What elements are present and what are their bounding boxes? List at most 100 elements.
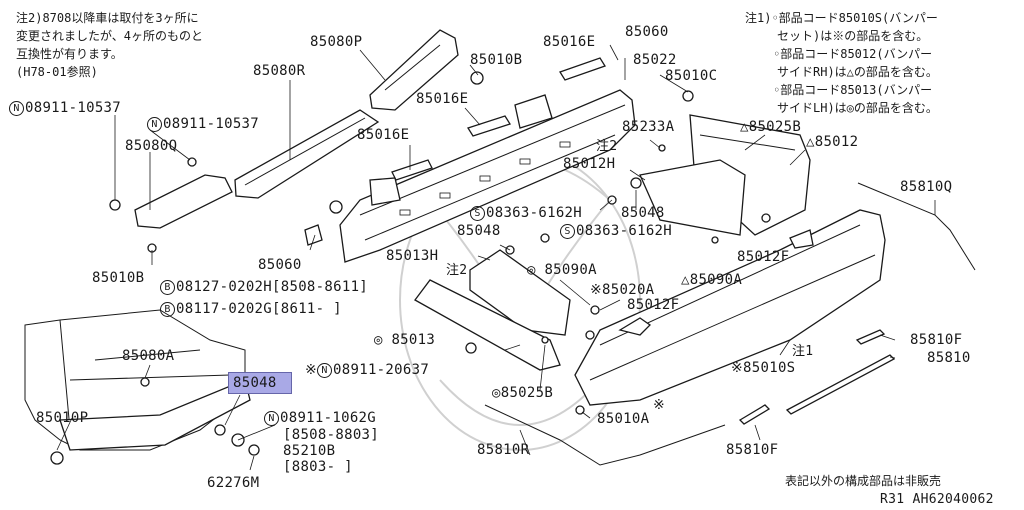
label-08363-b-text: 08363-6162H	[576, 223, 673, 239]
note1-line1: 注1)◦部品コード85010S(バンパー	[745, 11, 938, 25]
label-85010b-left[interactable]: 85010B	[92, 270, 145, 286]
label-note2-tag-b: 注2	[446, 263, 468, 278]
label-85048-highlight[interactable]: 85048	[228, 372, 292, 394]
label-note1-tag: 注1	[792, 344, 814, 359]
note1-line4: サイドRH)は△の部品を含む。	[777, 65, 938, 79]
note2-line3: 互換性が有ります。	[16, 47, 123, 61]
bracket-85080q[interactable]	[134, 174, 233, 229]
n-symbol: N	[9, 101, 24, 116]
n-symbol: N	[264, 411, 279, 426]
label-85012[interactable]: △85012	[806, 134, 859, 150]
label-85010b-top[interactable]: 85010B	[470, 52, 523, 68]
b-symbol: B	[160, 302, 175, 317]
label-85020a[interactable]: ※85020A	[590, 282, 655, 298]
label-85022[interactable]: 85022	[633, 52, 677, 68]
label-85810r[interactable]: 85810R	[477, 442, 530, 458]
label-85080a[interactable]: 85080A	[122, 348, 175, 364]
label-08911-10537-b-text: 08911-10537	[163, 116, 260, 132]
label-08911-1062g-text: 08911-1062G	[280, 410, 377, 426]
label-85010s[interactable]: ※85010S	[731, 360, 796, 376]
fastener-85010p	[50, 451, 64, 465]
note2-line2: 変更されましたが、4ヶ所のものと	[16, 29, 203, 43]
bracket-85013h[interactable]	[469, 249, 571, 336]
label-85060-left[interactable]: 85060	[258, 257, 302, 273]
label-85048-highlight-text: 85048	[233, 375, 277, 391]
label-08911-10537-a-text: 08911-10537	[25, 100, 122, 116]
label-85210b[interactable]: 85210B	[283, 443, 336, 459]
asterisk-mark: ※	[305, 362, 318, 378]
label-85080q[interactable]: 85080Q	[125, 138, 178, 154]
label-85012f-top[interactable]: 85012F	[737, 249, 790, 265]
sticker-85016e-low	[391, 159, 433, 181]
strip-85080r[interactable]	[234, 109, 380, 199]
label-85025b-top[interactable]: △85025B	[740, 119, 802, 135]
label-85016e-low[interactable]: 85016E	[357, 127, 410, 143]
bumper-side-lh[interactable]	[414, 279, 561, 371]
note2-line1: 注2)8708以降車は取付を3ヶ所に	[16, 11, 199, 25]
bracket-upper-right[interactable]	[514, 94, 553, 129]
note1-line2: セット)は※の部品を含む。	[777, 29, 929, 43]
label-85016e-mid[interactable]: 85016E	[416, 91, 469, 107]
label-08911-20637-text: 08911-20637	[333, 362, 430, 378]
n-symbol: N	[317, 363, 333, 378]
label-85060-top[interactable]: 85060	[625, 24, 669, 40]
label-range-8803: [8803- ]	[283, 459, 353, 475]
sticker-85016e-mid	[467, 115, 511, 137]
label-85013h[interactable]: 85013H	[386, 248, 439, 264]
molding-85810f-a[interactable]	[855, 329, 886, 345]
label-08117-text: 08117-0202G[8611- ]	[176, 301, 342, 317]
label-62276m[interactable]: 62276M	[207, 475, 260, 491]
label-85233a[interactable]: 85233A	[622, 119, 675, 135]
sticker-85016e-top	[559, 57, 606, 81]
label-85810q[interactable]: 85810Q	[900, 179, 953, 195]
molding-85810r[interactable]	[484, 404, 726, 466]
label-85010c[interactable]: 85010C	[665, 68, 718, 84]
label-85048-mid[interactable]: 85048	[621, 205, 665, 221]
label-85090a-a[interactable]: ◎ 85090A	[527, 262, 597, 278]
b-symbol: B	[160, 280, 175, 295]
label-85810[interactable]: 85810	[927, 350, 971, 366]
note1-line3: ◦部品コード85012(バンパー	[773, 47, 933, 61]
label-85048-left[interactable]: 85048	[457, 223, 501, 239]
label-85810f-b[interactable]: 85810F	[726, 442, 779, 458]
note1-line6: サイドLH)は◎の部品を含む。	[777, 101, 938, 115]
rear-bumper-car	[59, 379, 251, 451]
label-08363-a-text: 08363-6162H	[486, 205, 583, 221]
label-85010a[interactable]: 85010A	[597, 411, 650, 427]
molding-85810[interactable]	[785, 354, 896, 415]
label-85010p[interactable]: 85010P	[36, 410, 89, 426]
s-symbol: S	[470, 206, 485, 221]
note2-line4: (H78-01参照)	[16, 65, 98, 79]
bracket-85012h-rh[interactable]	[639, 159, 746, 236]
label-85090a-b[interactable]: △85090A	[681, 272, 743, 288]
molding-85810q[interactable]	[857, 182, 976, 271]
label-85080p[interactable]: 85080P	[310, 34, 363, 50]
n-symbol: N	[147, 117, 162, 132]
diagram-code: R31 AH62040062	[880, 492, 994, 507]
leader-lines	[56, 44, 936, 471]
label-85810f-a[interactable]: 85810F	[910, 332, 963, 348]
label-85025b-low[interactable]: ◎85025B	[492, 385, 554, 401]
label-note2-tag: 注2	[596, 139, 618, 154]
molding-85810f-b[interactable]	[738, 404, 771, 425]
label-85012h[interactable]: 85012H	[563, 156, 616, 172]
label-85013[interactable]: ◎ 85013	[374, 332, 436, 348]
note1-line5: ◦部品コード85013(バンパー	[773, 83, 933, 97]
bracket-85080p[interactable]	[369, 29, 459, 111]
label-85016e-top[interactable]: 85016E	[543, 34, 596, 50]
bumper-face[interactable]	[574, 209, 886, 406]
label-85012f-low[interactable]: 85012F	[627, 297, 680, 313]
bracket-85012h[interactable]	[369, 177, 401, 206]
label-asterisk: ※	[653, 397, 666, 413]
s-symbol: S	[560, 224, 575, 239]
label-85080r[interactable]: 85080R	[253, 63, 306, 79]
